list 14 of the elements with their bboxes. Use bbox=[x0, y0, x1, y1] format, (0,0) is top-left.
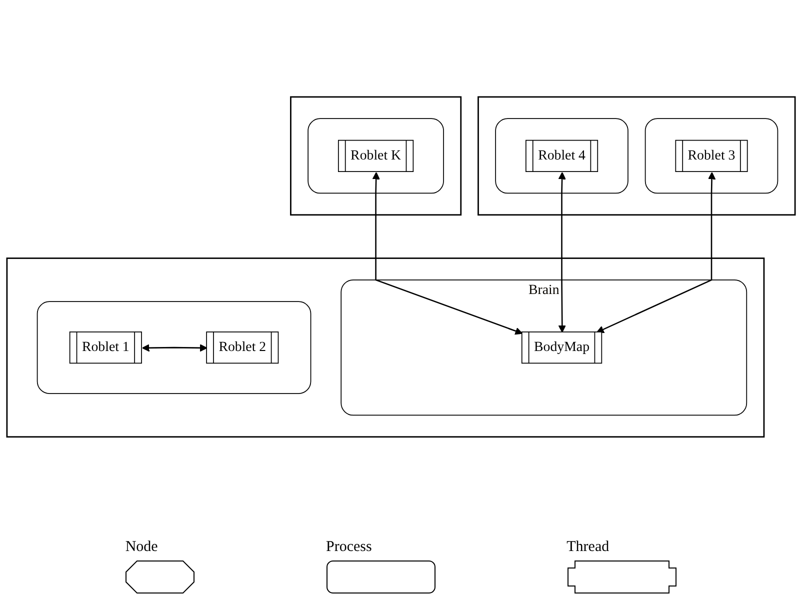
cluster bbox=[36, 300, 312, 394]
cluster bbox=[290, 96, 462, 216]
arrow bbox=[558, 172, 566, 332]
arrow bbox=[372, 172, 523, 334]
legend-label: Node bbox=[125, 539, 158, 556]
legend-label: Process bbox=[326, 539, 372, 556]
cluster bbox=[6, 257, 765, 438]
cluster bbox=[308, 118, 444, 194]
cluster bbox=[495, 118, 628, 194]
legend-label: Thread bbox=[566, 539, 610, 556]
cluster bbox=[478, 96, 796, 216]
arrow bbox=[142, 344, 208, 352]
cluster bbox=[644, 118, 778, 194]
arrow bbox=[596, 172, 716, 333]
